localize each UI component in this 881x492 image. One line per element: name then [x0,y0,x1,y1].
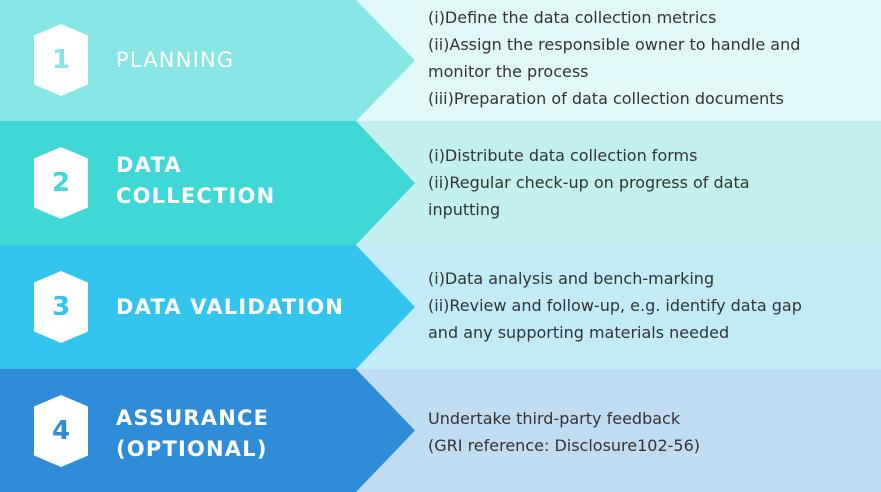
step-1-line-4: (iii)Preparation of data collection docu… [428,89,784,108]
step-3-line-3: and any supporting materials needed [428,323,730,342]
step-2-number-badge: 2 [34,147,88,219]
step-2-title: DATA COLLECTION [116,153,276,208]
step-row-4: 4 ASSURANCE (OPTIONAL) Undertake third-p… [0,369,881,492]
step-1-line-1: (i)Define the data collection metrics [428,8,717,27]
step-3-line-2: (ii)Review and follow-up, e.g. identify … [428,296,802,315]
step-4-line-2: (GRI reference: Disclosure102-56) [428,436,701,455]
step-row-1: 1 PLANNING (i)Define the data collection… [0,0,881,121]
step-2-line-1: (i)Distribute data collection forms [428,146,698,165]
step-4-title: ASSURANCE (OPTIONAL) [116,406,270,461]
step-1-description: (i)Define the data collection metrics (i… [428,4,868,112]
step-4-line-1: Undertake third-party feedback [428,409,681,428]
step-1-line-3: monitor the process [428,62,589,81]
step-2-description: (i)Distribute data collection forms (ii)… [428,142,868,223]
step-3-description: (i)Data analysis and bench-marking (ii)R… [428,265,868,346]
step-2-line-2: (ii)Regular check-up on progress of data [428,173,750,192]
step-1-number-badge: 1 [34,24,88,96]
step-row-2: 2 DATA COLLECTION (i)Distribute data col… [0,121,881,245]
step-3-title: DATA VALIDATION [116,295,345,319]
step-row-3: 3 DATA VALIDATION (i)Data analysis and b… [0,245,881,369]
step-1-title: PLANNING [116,48,235,72]
step-3-number-badge: 3 [34,271,88,343]
step-1-line-2: (ii)Assign the responsible owner to hand… [428,35,801,54]
step-4-description: Undertake third-party feedback (GRI refe… [428,405,868,459]
step-4-number-badge: 4 [34,395,88,467]
step-2-line-3: inputting [428,200,501,219]
step-3-line-1: (i)Data analysis and bench-marking [428,269,715,288]
